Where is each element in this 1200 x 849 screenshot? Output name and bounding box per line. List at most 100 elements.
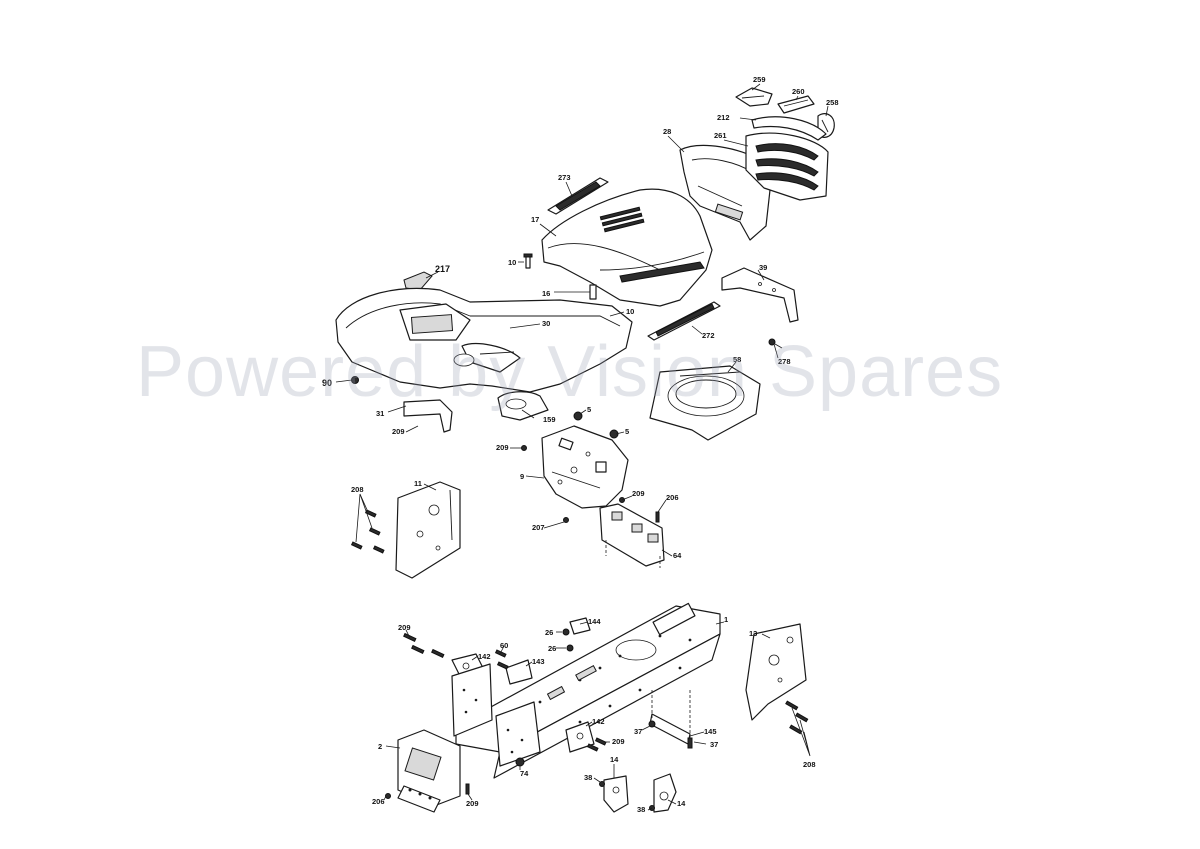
callout-2: 2 [378, 742, 382, 751]
part-9[interactable] [541, 425, 629, 509]
part-10-upper[interactable] [523, 253, 533, 269]
callout-14-b: 14 [677, 799, 686, 808]
part-39[interactable] [721, 267, 799, 323]
callout-259: 259 [753, 75, 766, 84]
callouts: 259 260 258 212 28 261 273 17 10 217 16 … [322, 75, 839, 814]
part-58[interactable] [649, 365, 761, 441]
part-11[interactable] [395, 481, 461, 579]
callout-258: 258 [826, 98, 839, 107]
part-259[interactable] [735, 87, 773, 107]
callout-142-b: 142 [592, 717, 605, 726]
callout-209-f: 209 [466, 799, 479, 808]
part-17[interactable] [541, 188, 713, 307]
callout-5-b: 5 [625, 427, 629, 436]
callout-26-a: 26 [545, 628, 553, 637]
part-145[interactable] [649, 713, 691, 745]
callout-142-a: 142 [478, 652, 491, 661]
part-13[interactable] [745, 623, 807, 721]
callout-28: 28 [663, 127, 671, 136]
callout-217: 217 [435, 264, 450, 274]
callout-13: 13 [749, 629, 757, 638]
callout-272: 272 [702, 331, 715, 340]
part-38-a[interactable] [599, 781, 605, 787]
callout-11: 11 [414, 479, 422, 488]
part-frame-left-plate[interactable] [451, 663, 493, 737]
callout-143: 143 [532, 657, 545, 666]
part-273[interactable] [547, 177, 609, 215]
part-74[interactable] [515, 757, 525, 767]
leader-lines [335, 83, 829, 811]
callout-145: 145 [704, 727, 717, 736]
part-206-cover[interactable] [385, 793, 391, 799]
callout-206-b: 206 [372, 797, 385, 806]
callout-209-c: 209 [632, 489, 645, 498]
callout-64: 64 [673, 551, 682, 560]
part-16[interactable] [589, 284, 597, 300]
watermark-text: Powered by Vision Spares [136, 332, 1003, 412]
callout-37-b: 37 [710, 740, 718, 749]
part-260[interactable] [777, 95, 815, 114]
callout-38-a: 38 [584, 773, 592, 782]
callout-208-b: 208 [803, 760, 816, 769]
callout-60: 60 [500, 641, 508, 650]
callout-209-e: 209 [612, 737, 625, 746]
callout-208-a: 208 [351, 485, 364, 494]
callout-212: 212 [717, 113, 730, 122]
callout-207: 207 [532, 523, 545, 532]
callout-31: 31 [376, 409, 384, 418]
part-272[interactable] [647, 301, 721, 341]
part-37-a[interactable] [648, 720, 656, 728]
part-14-left[interactable] [603, 775, 629, 813]
part-212[interactable] [751, 116, 827, 141]
part-209-cover[interactable] [465, 783, 470, 795]
part-209-frame-lower[interactable] [586, 737, 607, 752]
part-209-dash[interactable] [521, 445, 527, 451]
callout-26-b: 26 [548, 644, 556, 653]
part-278[interactable] [768, 338, 783, 349]
callout-74: 74 [520, 769, 529, 778]
part-143[interactable] [505, 659, 533, 685]
part-159[interactable] [497, 391, 549, 421]
callout-38-b: 38 [637, 805, 645, 814]
callout-209-d: 209 [398, 623, 411, 632]
callout-278: 278 [778, 357, 791, 366]
callout-39: 39 [759, 263, 767, 272]
callout-1: 1 [724, 615, 728, 624]
part-60[interactable] [494, 649, 509, 670]
callout-273: 273 [558, 173, 571, 182]
callout-58: 58 [733, 355, 741, 364]
part-2[interactable] [397, 729, 461, 813]
part-208-right[interactable] [785, 700, 809, 735]
part-frame-mid-plate[interactable] [495, 701, 541, 767]
part-5-b[interactable] [609, 429, 619, 439]
part-64[interactable] [599, 503, 665, 568]
callout-9: 9 [520, 472, 524, 481]
callout-144: 144 [588, 617, 601, 626]
part-144[interactable] [569, 617, 591, 635]
part-26-a[interactable] [562, 628, 570, 636]
part-217[interactable] [403, 271, 433, 291]
callout-10-upper: 10 [508, 258, 516, 267]
part-31[interactable] [403, 399, 453, 433]
callout-206-a: 206 [666, 493, 679, 502]
part-26-b[interactable] [566, 644, 574, 652]
callout-209-b: 209 [496, 443, 509, 452]
callout-209-a: 209 [392, 427, 405, 436]
callout-260: 260 [792, 87, 805, 96]
part-30[interactable] [335, 287, 633, 393]
callout-90: 90 [322, 378, 332, 388]
part-142-lower[interactable] [565, 721, 595, 753]
part-206-dash[interactable] [655, 511, 660, 523]
part-207-dash[interactable] [563, 517, 569, 523]
callout-37-a: 37 [634, 727, 642, 736]
part-37-b[interactable] [687, 737, 693, 749]
callout-159: 159 [543, 415, 556, 424]
part-14-right[interactable] [653, 773, 677, 813]
callout-5-a: 5 [587, 405, 591, 414]
callout-17: 17 [531, 215, 539, 224]
callout-14-a: 14 [610, 755, 619, 764]
callout-16: 16 [542, 289, 550, 298]
part-261[interactable] [745, 132, 829, 201]
